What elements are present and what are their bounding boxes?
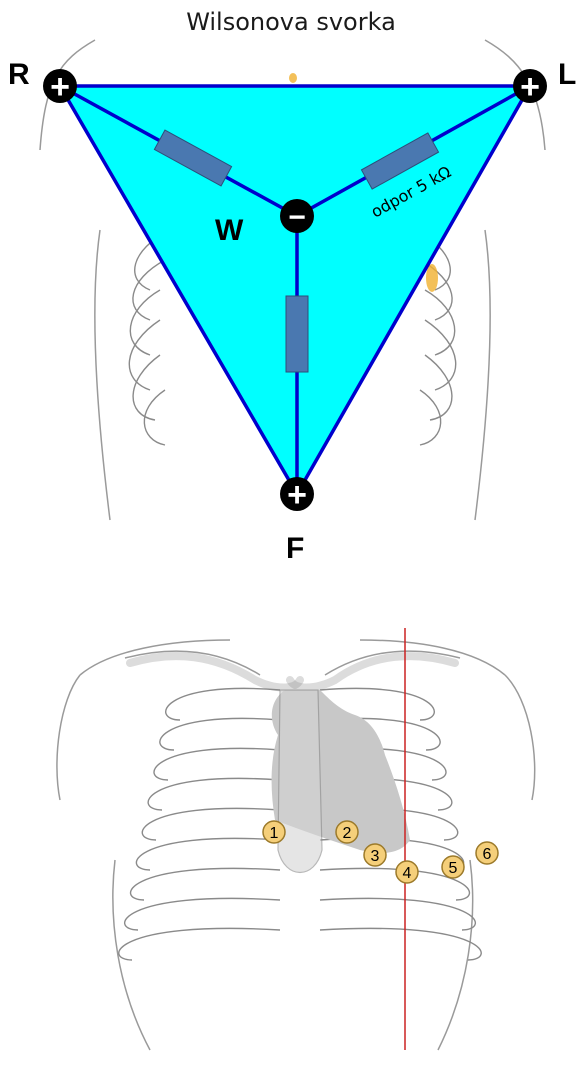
rib xyxy=(160,718,280,750)
electrode-label: 2 xyxy=(343,825,352,842)
rib xyxy=(154,748,280,780)
label-f: F xyxy=(286,532,304,565)
electrode-v4: 4 xyxy=(396,861,418,883)
rib xyxy=(131,868,280,900)
rib xyxy=(125,898,280,930)
rib xyxy=(166,688,280,720)
rib xyxy=(148,778,280,810)
terminal-r-sign: + xyxy=(50,68,70,106)
wilson-triangle xyxy=(60,86,530,494)
electrode-label: 6 xyxy=(483,846,492,863)
electrode-label: 5 xyxy=(449,860,458,877)
electrode-v2: 2 xyxy=(336,821,358,843)
electrode-label: 3 xyxy=(371,848,380,865)
rib xyxy=(320,898,475,930)
heart-hint-top xyxy=(289,73,297,83)
clavicles xyxy=(125,651,460,687)
label-l: L xyxy=(558,58,576,91)
terminal-w-sign: − xyxy=(288,201,306,234)
electrode-v3: 3 xyxy=(364,844,386,866)
rib xyxy=(320,928,481,960)
rib xyxy=(142,808,280,840)
rib xyxy=(119,928,280,960)
figure-title: Wilsonova svorka xyxy=(186,8,396,36)
electrode-v1: 1 xyxy=(263,821,285,843)
label-r: R xyxy=(8,58,30,91)
resistor-f xyxy=(286,296,308,372)
electrode-v6: 6 xyxy=(476,842,498,864)
rib xyxy=(136,838,280,870)
electrode-v5: 5 xyxy=(442,856,464,878)
label-w: W xyxy=(215,214,244,247)
terminal-l-sign: + xyxy=(520,68,540,106)
terminal-f: + xyxy=(280,476,314,514)
electrode-label: 4 xyxy=(403,865,412,882)
terminal-f-sign: + xyxy=(287,476,307,514)
sternum xyxy=(278,690,322,873)
electrode-label: 1 xyxy=(270,825,279,842)
